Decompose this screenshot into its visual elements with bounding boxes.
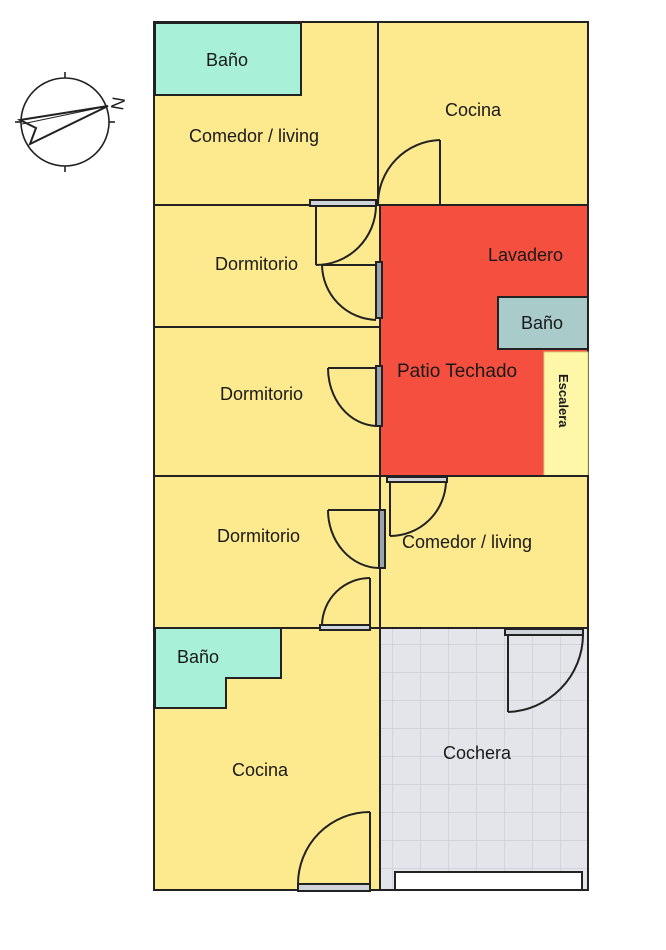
label-comedor-top: Comedor / living [189,126,319,146]
room-comedor-bottom [379,475,589,629]
label-cocina-bottom: Cocina [232,760,289,780]
door-dormitorio-1 [321,261,383,321]
door-comedor-bottom [386,476,448,537]
room-bano-top [154,22,302,96]
label-dormitorio-3: Dormitorio [217,526,300,546]
room-dormitorio-2 [153,326,381,477]
label-escalera: Escalera [556,374,571,428]
room-escalera [543,351,589,477]
label-cocina-top: Cocina [445,100,502,120]
label-bano-bottom: Baño [177,647,219,667]
compass-north-letter: N [107,95,129,111]
label-bano-patio: Baño [521,313,563,333]
door-cocina-bottom [297,811,371,892]
room-bano-patio [497,296,589,350]
door-cochera [504,628,584,713]
label-lavadero: Lavadero [488,245,563,265]
door-dormitorio-3-bottom [319,577,371,631]
room-dormitorio-3 [153,475,381,629]
compass [15,72,115,172]
door-dormitorio-3 [327,509,386,569]
label-dormitorio-1: Dormitorio [215,254,298,274]
room-cochera [379,627,589,891]
door-dormitorio-1-top [309,199,377,266]
label-patio: Patio Techado [397,361,517,382]
garage-door [394,871,583,891]
label-dormitorio-2: Dormitorio [220,384,303,404]
room-cocina-top [377,21,589,206]
label-comedor-bottom: Comedor / living [402,532,532,552]
door-cocina-top [377,139,441,205]
room-bano-bottom [154,627,282,709]
door-dormitorio-2 [326,365,383,427]
label-cochera: Cochera [443,743,512,763]
label-bano-top: Baño [206,50,248,70]
